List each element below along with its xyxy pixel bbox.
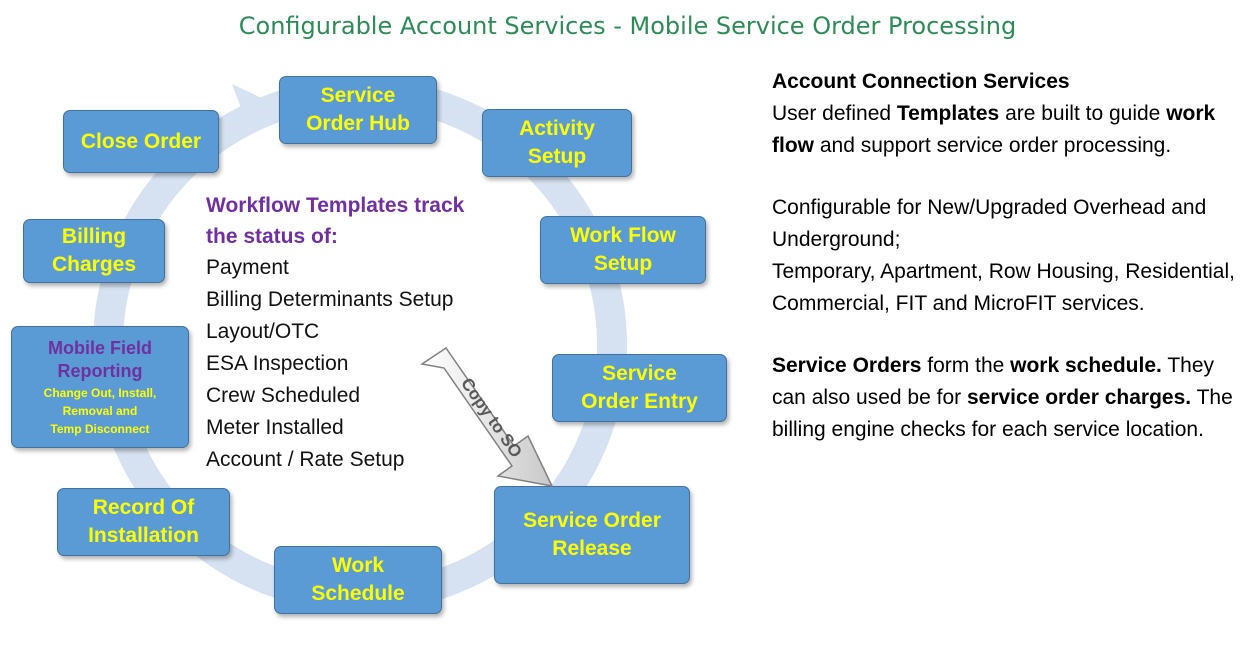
text-span: are built to guide	[999, 102, 1167, 125]
activity-setup-node: Activity Setup	[482, 109, 632, 177]
text-span-bold: service order charges.	[966, 386, 1192, 409]
text-span: They can also used be for	[772, 354, 1215, 409]
text-span: The billing engine checks for each servi…	[772, 386, 1233, 441]
templates-paragraph: User defined Templates are built to guid…	[772, 98, 1247, 162]
service-order-hub-node: Service Order Hub	[279, 76, 437, 144]
mobile-field-reporting-title: Mobile Field Reporting	[47, 337, 152, 381]
workflow-status-item: Account / Rate Setup	[206, 448, 405, 471]
text-span-bold: Service Orders	[772, 354, 922, 377]
ring-arrowhead-icon	[232, 84, 270, 126]
service-orders-paragraph: Service Orders form the work schedule. T…	[772, 350, 1247, 446]
workflow-status-item: Meter Installed	[206, 416, 344, 439]
service-order-release-node: Service Order Release	[494, 486, 690, 584]
workflow-status-item: ESA Inspection	[206, 352, 349, 375]
copy-to-so-arrow-icon	[420, 346, 554, 488]
billing-charges-node: Billing Charges	[23, 219, 165, 283]
right-description-panel: Account Connection Services User defined…	[772, 66, 1247, 446]
workflow-status-item: Billing Determinants Setup	[206, 288, 454, 311]
text-span: User defined	[772, 102, 897, 125]
spacer	[772, 320, 1247, 350]
spacer	[772, 162, 1247, 192]
service-order-entry-node: Service Order Entry	[552, 354, 727, 422]
text-span-bold: work schedule.	[1010, 354, 1162, 377]
text-span: form the	[921, 354, 1011, 377]
services-paragraph: Temporary, Apartment, Row Housing, Resid…	[772, 260, 1235, 315]
text-span-bold: work flow	[772, 102, 1216, 157]
record-of-installation-node: Record Of Installation	[57, 488, 230, 556]
work-flow-setup-node: Work Flow Setup	[540, 216, 706, 284]
workflow-status-heading: Workflow Templates track the status of:	[206, 194, 465, 248]
close-order-node: Close Order	[63, 110, 219, 173]
work-schedule-node: Work Schedule	[274, 546, 442, 614]
text-span: and support service order processing.	[814, 134, 1172, 157]
text-span-bold: Templates	[896, 102, 1000, 125]
page-title: Configurable Account Services - Mobile S…	[238, 12, 1017, 40]
account-connection-heading: Account Connection Services	[772, 70, 1070, 93]
workflow-status-panel: Workflow Templates track the status of: …	[206, 190, 516, 476]
configurable-paragraph: Configurable for New/Upgraded Overhead a…	[772, 196, 1207, 251]
workflow-status-item: Payment	[206, 256, 289, 279]
workflow-status-item: Crew Scheduled	[206, 384, 361, 407]
mobile-field-reporting-node: Mobile Field Reporting Change Out, Insta…	[11, 326, 189, 448]
mobile-field-reporting-subtitle: Change Out, Install, Removal and Temp Di…	[43, 385, 157, 436]
workflow-status-item: Layout/OTC	[206, 320, 320, 343]
